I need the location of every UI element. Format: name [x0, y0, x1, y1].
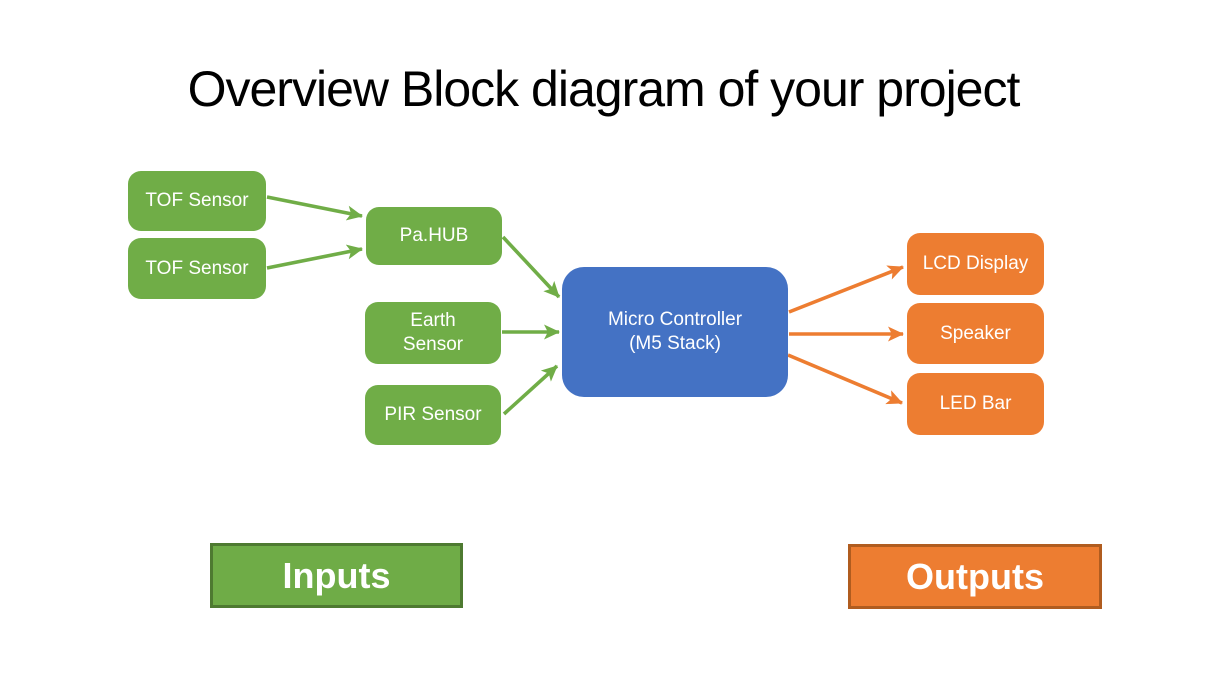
node-pir-sensor-label: PIR Sensor [384, 404, 482, 426]
node-led-bar: LED Bar [907, 373, 1044, 435]
node-micro-controller-sublabel: (M5 Stack) [629, 333, 721, 354]
arrow-micro-controller-to-led-bar [787, 353, 903, 405]
arrow-tof-sensor-2-to-pa-hub [266, 244, 363, 270]
legend-inputs: Inputs [210, 543, 463, 608]
node-lcd-display-label: LCD Display [922, 253, 1029, 275]
node-tof-sensor-2-label: TOF Sensor [145, 257, 249, 279]
node-pa-hub-label: Pa.HUB [399, 225, 469, 247]
node-speaker-label: Speaker [940, 322, 1011, 344]
node-pir-sensor: PIR Sensor [365, 385, 501, 445]
arrow-tof-sensor-1-to-pa-hub [266, 195, 363, 221]
arrow-micro-controller-to-lcd-display [788, 265, 904, 314]
legend-outputs-label: Outputs [906, 555, 1044, 597]
node-pa-hub: Pa.HUB [366, 207, 502, 265]
node-micro-controller: Micro Controller (M5 Stack) [562, 267, 788, 397]
arrow-pa-hub-to-micro-controller [501, 235, 561, 299]
node-led-bar-label: LED Bar [939, 393, 1012, 415]
node-micro-controller-label: Micro Controller [607, 309, 743, 331]
node-lcd-display: LCD Display [907, 233, 1044, 295]
node-earth-sensor-label: Earth Sensor [402, 310, 464, 355]
node-tof-sensor-2: TOF Sensor [128, 238, 266, 299]
legend-outputs: Outputs [848, 544, 1102, 609]
node-tof-sensor-1-label: TOF Sensor [145, 190, 249, 212]
node-earth-sensor: Earth Sensor [365, 302, 501, 364]
arrow-pir-sensor-to-micro-controller [502, 364, 559, 416]
page-title: Overview Block diagram of your project [187, 61, 1021, 117]
node-tof-sensor-1: TOF Sensor [128, 171, 266, 231]
legend-inputs-label: Inputs [282, 554, 391, 596]
node-speaker: Speaker [907, 303, 1044, 364]
